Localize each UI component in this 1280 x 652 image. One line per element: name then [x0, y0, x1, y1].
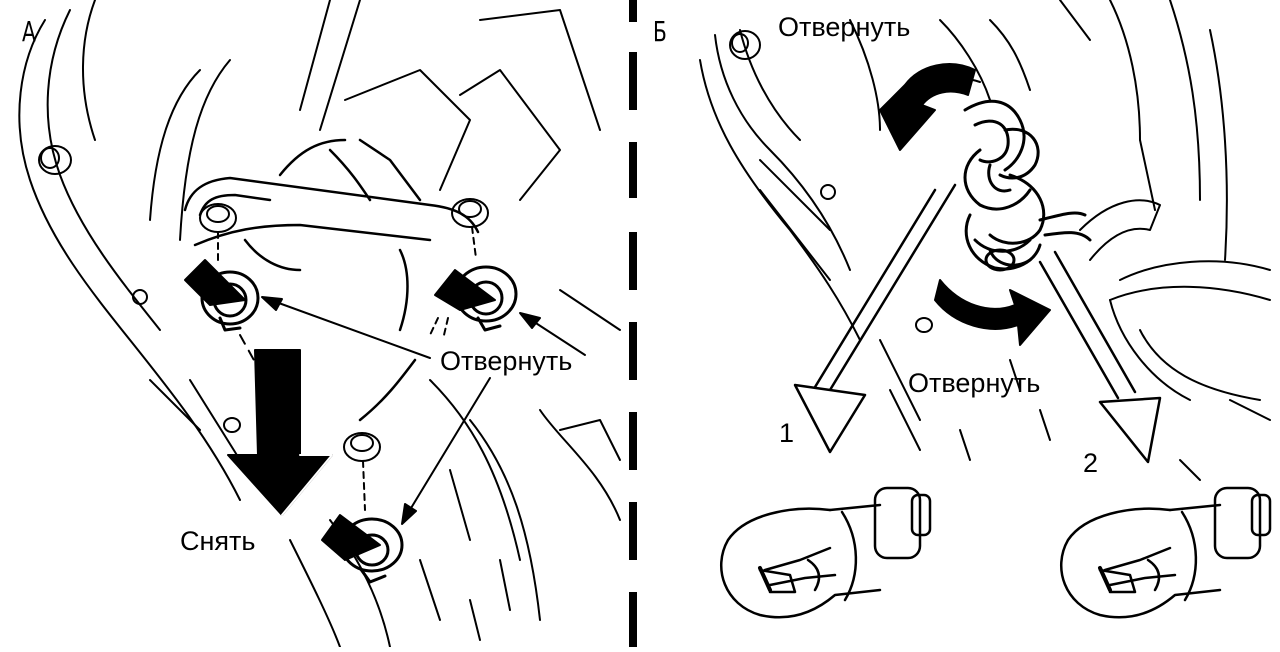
panel-a-stud-left	[199, 203, 237, 261]
panel-b-body-outline	[699, 0, 1271, 481]
panel-a-remove-label: Снять	[180, 526, 256, 556]
panel-a-hole-lower	[223, 417, 241, 433]
panel-b-bulb-1-number: 1	[779, 418, 795, 448]
panel-a-remove-arrow	[227, 349, 333, 516]
panel-a-nut-bottom	[321, 514, 404, 584]
panel-a-lamp-housing	[183, 138, 480, 422]
panel-b-bulb-1	[719, 486, 932, 619]
panel-a-pointer-lines	[261, 296, 586, 525]
panel-a-nut-right	[429, 265, 518, 336]
panel-b-rotate-arrow-top	[879, 63, 981, 151]
panel-a-nut-left	[184, 259, 266, 381]
panel-b-bulb-2-number: 2	[1083, 448, 1099, 478]
panel-b-bolt-top	[729, 30, 761, 60]
panel-b-bulb-2	[1059, 486, 1272, 619]
panel-a-stud-right	[451, 198, 489, 259]
panel-b-arrow-to-bulb-1	[793, 183, 957, 454]
panel-a-unscrew-label: Отвернуть	[440, 346, 573, 376]
panel-b-unscrew-top-label: Отвернуть	[778, 12, 911, 42]
panel-b-hole-lower	[915, 317, 933, 333]
panel-a-stud-bottom	[343, 432, 381, 511]
panel-b-hole-upper	[820, 184, 836, 200]
panel-b-unscrew-bottom-label: Отвернуть	[908, 368, 1041, 398]
panel-a-letter: А	[22, 15, 36, 48]
panel-a-hole-left	[132, 289, 148, 305]
panel-b-arrow-to-bulb-2	[1038, 250, 1162, 464]
panel-b-socket-assembly	[963, 99, 1092, 272]
panel-a-body-outline	[18, 0, 621, 648]
panel-b-letter: Б	[653, 15, 667, 48]
panel-b-rotate-arrow-bottom	[934, 279, 1051, 346]
panel-a-bolt-top-left	[38, 145, 72, 175]
